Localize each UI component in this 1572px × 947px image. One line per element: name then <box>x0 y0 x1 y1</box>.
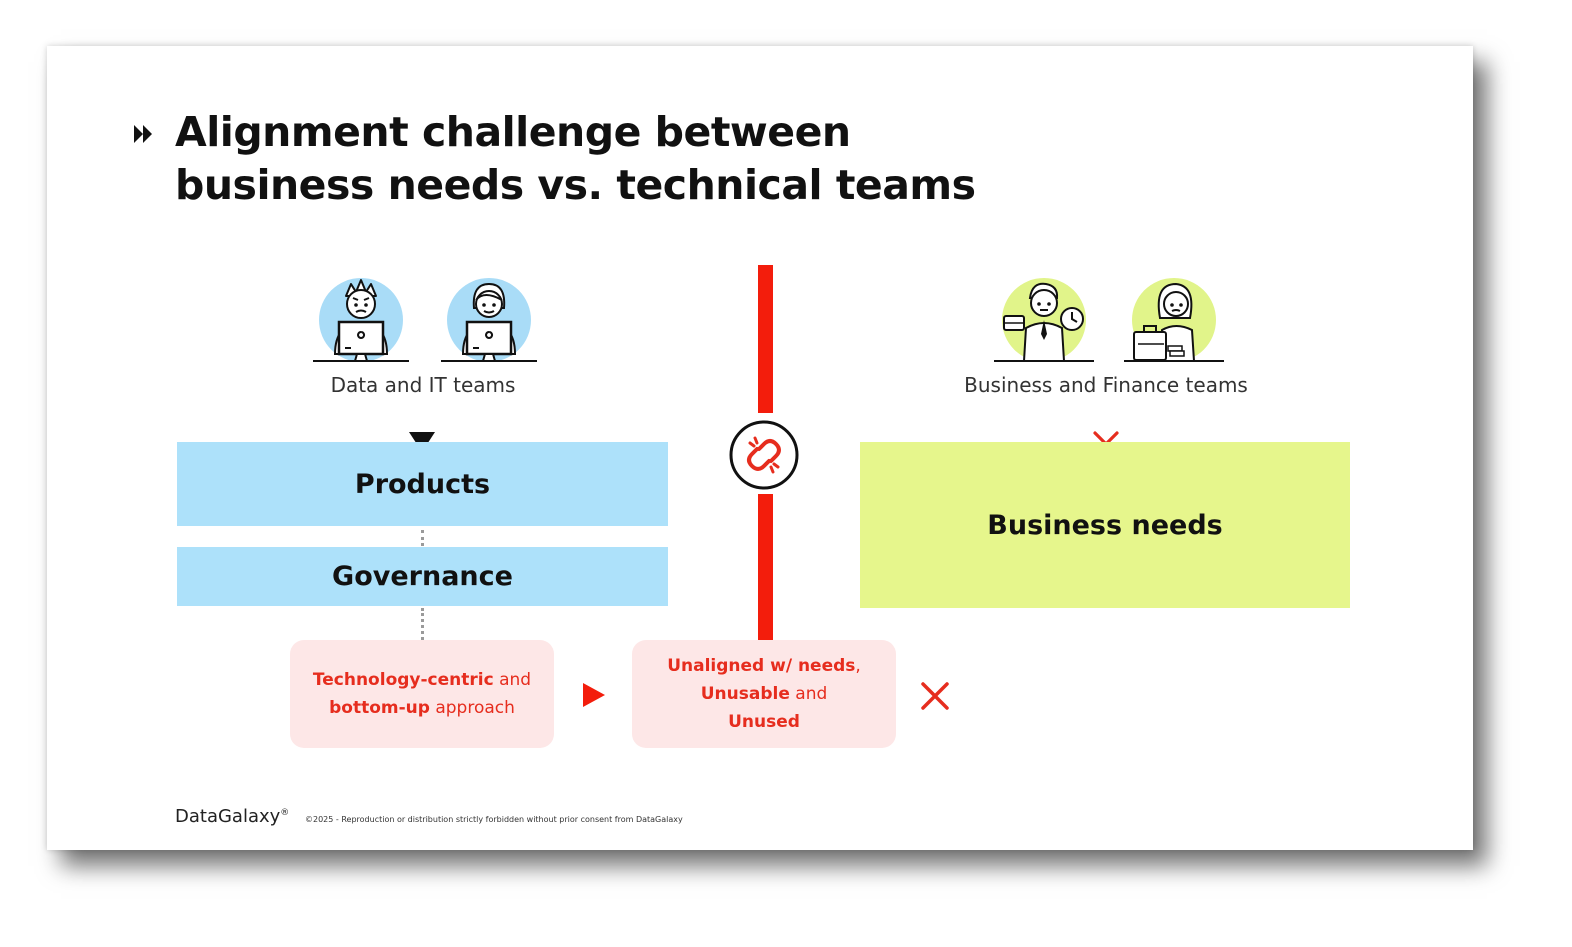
brand-registered-mark: ® <box>280 808 289 818</box>
technology-centric-note: Technology-centric and bottom-up approac… <box>290 640 554 748</box>
note-emphasis: Unusable <box>701 684 790 704</box>
slide: Alignment challenge between business nee… <box>47 46 1473 850</box>
note-emphasis: bottom-up <box>329 698 430 718</box>
it-analyst-avatar-icon <box>439 274 539 366</box>
note-emphasis: Technology-centric <box>313 670 494 690</box>
note-text: , <box>855 656 860 676</box>
fast-forward-icon <box>133 122 157 146</box>
note-emphasis: Unaligned w/ needs <box>667 656 855 676</box>
governance-label: Governance <box>332 561 513 592</box>
cross-icon <box>920 681 950 711</box>
broken-link-icon <box>727 418 801 492</box>
note-text: and <box>790 684 827 704</box>
finance-manager-avatar-icon <box>994 274 1094 366</box>
right-arrow-icon <box>583 683 605 707</box>
dotted-connector <box>421 530 424 546</box>
slide-title-line-1: Alignment challenge between <box>175 106 976 159</box>
data-engineer-avatar-icon <box>311 274 411 366</box>
divider-line-bottom <box>758 494 773 640</box>
governance-box: Governance <box>177 547 668 606</box>
dotted-connector <box>421 608 424 640</box>
slide-title-line-2: business needs vs. technical teams <box>175 159 976 212</box>
products-box: Products <box>177 442 668 526</box>
copyright-notice: ©2025 - Reproduction or distribution str… <box>305 815 683 824</box>
divider-line-top <box>758 265 773 413</box>
data-it-teams-label: Data and IT teams <box>273 373 573 397</box>
slide-title: Alignment challenge between business nee… <box>175 106 976 212</box>
brand-name: DataGalaxy <box>175 806 280 827</box>
unaligned-note: Unaligned w/ needs, Unusable and Unused <box>632 640 896 748</box>
business-needs-box: Business needs <box>860 442 1350 608</box>
business-analyst-avatar-icon <box>1124 274 1224 366</box>
note-text: and <box>494 670 531 690</box>
business-needs-label: Business needs <box>987 510 1222 541</box>
note-emphasis: Unused <box>728 712 800 732</box>
products-label: Products <box>355 469 490 500</box>
business-finance-teams-label: Business and Finance teams <box>926 373 1286 397</box>
brand-logo: DataGalaxy® <box>175 806 289 827</box>
note-text: approach <box>430 698 515 718</box>
